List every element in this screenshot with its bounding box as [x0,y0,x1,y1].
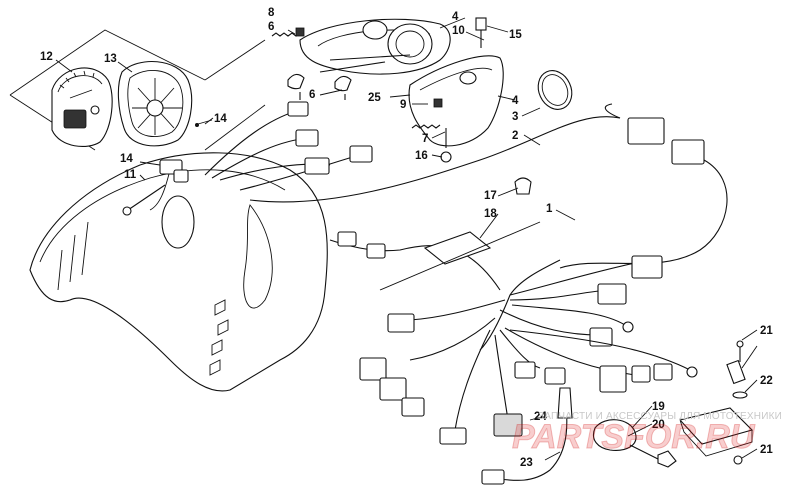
regulator-17 [678,407,754,457]
grommet-15 [514,177,532,195]
ignition-switch [592,419,677,468]
relay-23 [493,413,523,437]
callout-10: 12 [40,51,53,63]
callout-1: 1 [546,203,553,215]
bulb-sockets [287,73,352,100]
callout-15: 17 [484,190,497,202]
connector-2b [671,139,705,165]
callout-9: 11 [124,169,137,181]
clip-14-lower [440,128,452,163]
speedometer-gauge [51,67,113,148]
clip-14-top [475,17,487,48]
fairing-body [29,152,328,392]
watermark-tagline: ЗАПЧАСТИ И АКСЕССУАРЫ ДЛЯ МОТОТЕХНИКИ [538,411,782,422]
mount-hardware [726,340,748,465]
leader-lines [55,17,758,461]
springs [271,27,443,129]
callout-20: 22 [760,375,773,387]
callout-19: 21 [760,325,773,337]
callout-22: 23 [520,457,533,469]
callout-3: 3 [512,111,518,123]
callout-24: 25 [368,92,381,104]
callout-23: 24 [534,411,547,423]
callout-labels: 12 13 14 14 11 8 6 4 10 15 6 25 9 7 16 4… [40,7,773,469]
misc-parts [379,177,541,291]
bolt-9 [122,184,166,216]
lamp-socket [387,23,433,65]
callout-2: 2 [512,130,518,142]
callout-6-top: 6 [268,21,274,33]
callout-7-top: 8 [268,7,275,19]
switch-13 [173,169,189,183]
callout-17: 19 [652,401,665,413]
callout-11: 13 [104,53,117,65]
sensor-connector-22 [481,469,505,485]
callout-6-lower: 7 [422,133,428,145]
callout-18: 20 [652,419,665,431]
lower-housing [408,55,504,147]
callout-13: 14 [120,153,133,165]
callout-8: 10 [452,25,465,37]
callout-4-lower: 4 [512,95,519,107]
watermark: ЗАПЧАСТИ И АКСЕССУАРЫ ДЛЯ МОТОТЕХНИКИ PA… [512,411,782,457]
callout-5: 6 [309,89,315,101]
callout-7-lower: 9 [400,99,406,111]
temp-sensor [557,387,573,419]
gauge-housing [117,61,193,147]
callout-16: 18 [484,208,497,220]
callout-21: 21 [760,444,773,456]
gauge-assembly [9,29,266,151]
callout-14-top: 15 [509,29,522,41]
seal-ring [537,70,573,110]
pad-16 [423,231,492,265]
callout-12: 14 [214,113,227,125]
callout-4-top: 4 [452,11,459,23]
callout-14-lower: 16 [415,150,428,162]
connector-2a [627,117,665,145]
upper-housing-group [271,17,573,163]
wiring-harness [204,101,754,485]
watermark-brand: PARTSFOR.RU [512,418,756,456]
